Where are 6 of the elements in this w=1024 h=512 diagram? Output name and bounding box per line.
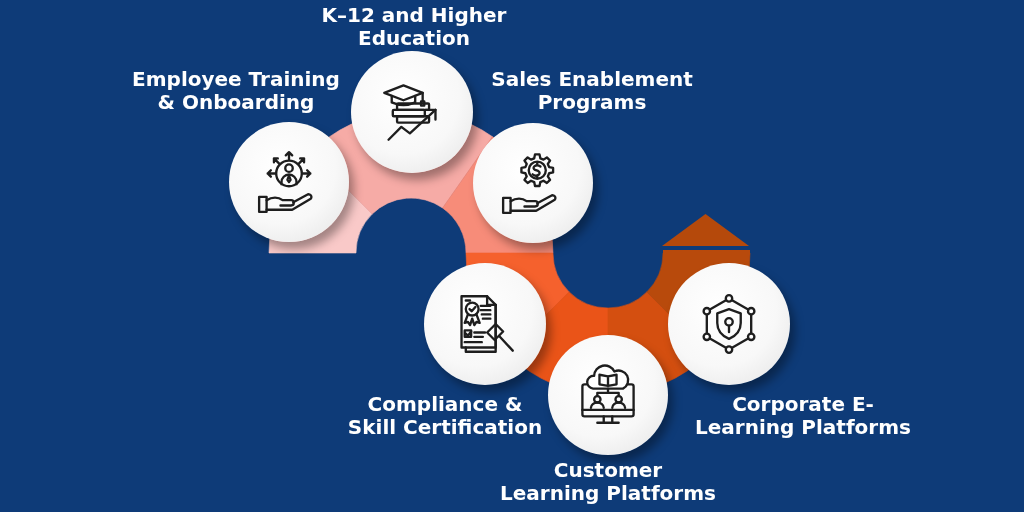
node-title: Corporate E-Learning Platforms bbox=[694, 393, 912, 439]
node-title: Compliance & Skill Certification bbox=[347, 393, 543, 439]
node-title: K–12 and Higher Education bbox=[321, 4, 507, 50]
node-title: Customer Learning Platforms bbox=[500, 459, 716, 505]
node-title: Employee Training & Onboarding bbox=[132, 68, 340, 114]
node-title: Sales Enablement Programs bbox=[491, 68, 693, 114]
